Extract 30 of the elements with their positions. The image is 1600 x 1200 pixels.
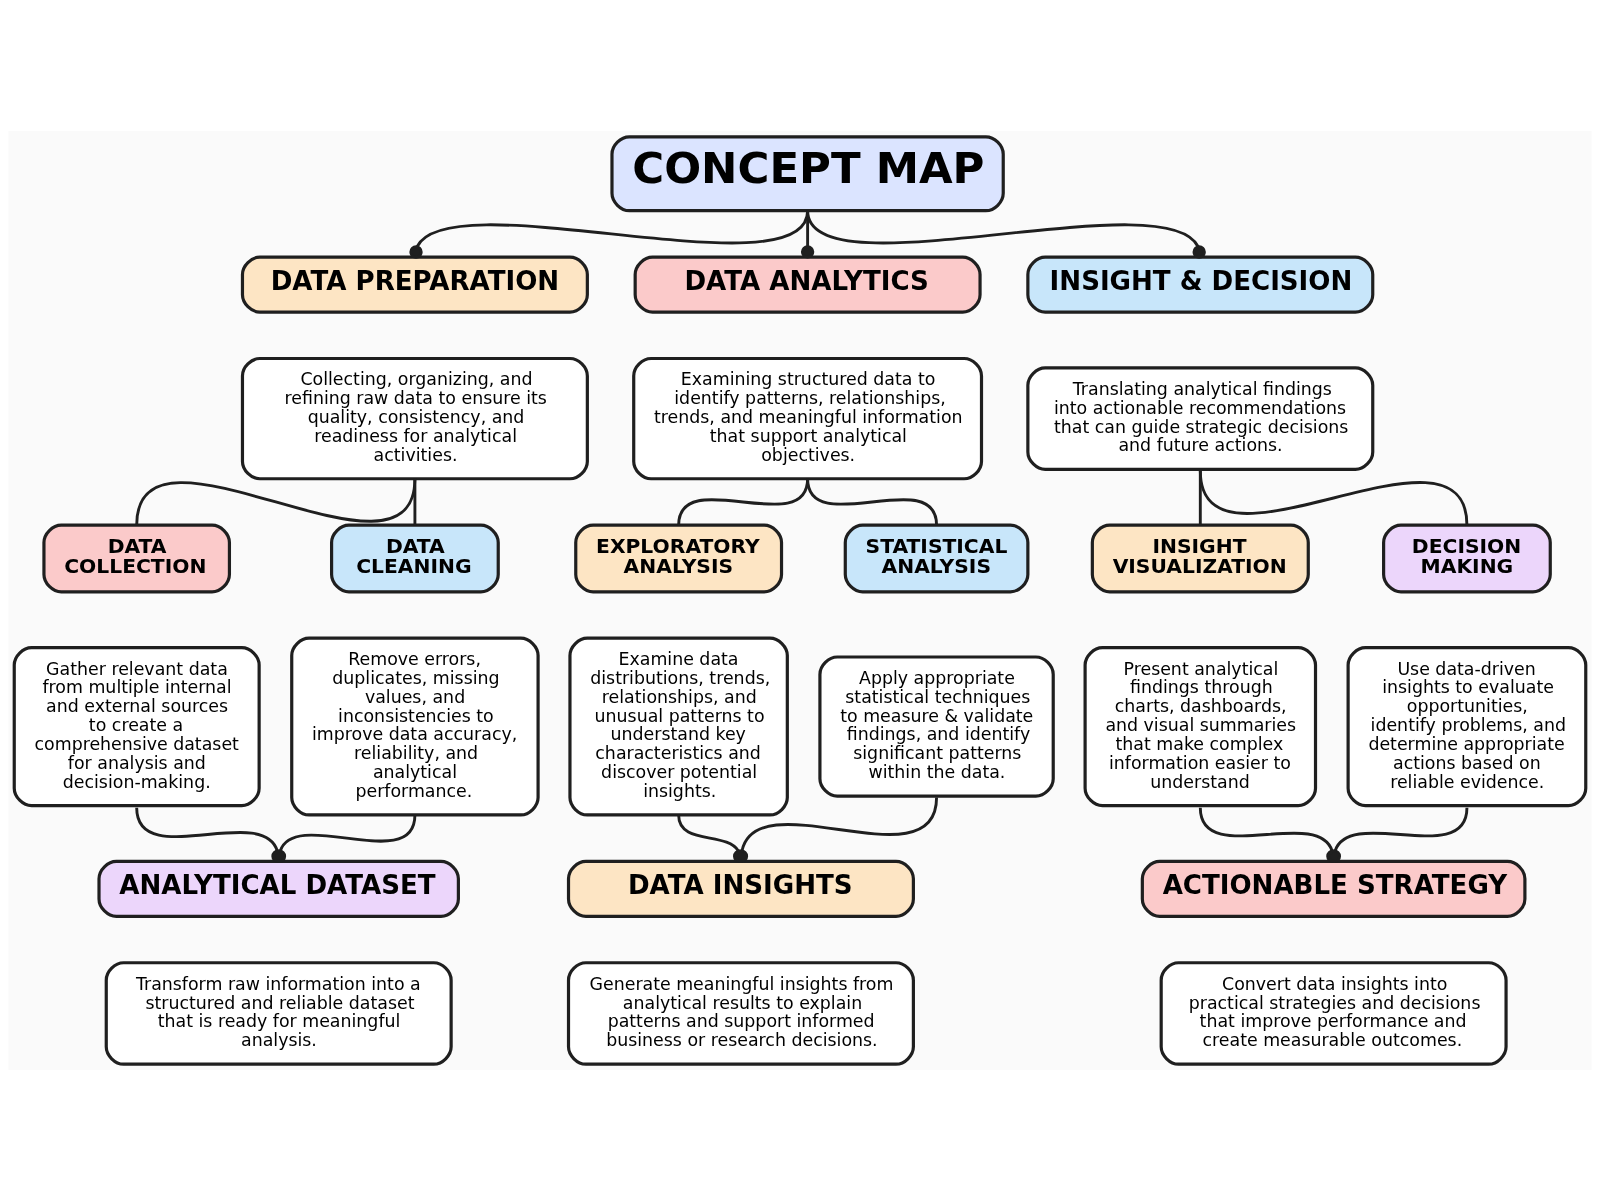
- node-box: DECISION MAKING: [1382, 523, 1552, 593]
- node-box: INSIGHT VISUALIZATION: [1090, 523, 1310, 593]
- node-box: Remove errors, duplicates, missing values, and inconsistencies to improve data accuracy, reliability, and analytical performance.: [290, 636, 540, 817]
- node-box: DATA CLEANING: [330, 523, 500, 593]
- node-box: CONCEPT MAP: [610, 134, 1005, 212]
- node-box: DATA PREPARATION: [240, 254, 589, 314]
- node-box: Transform raw information into a structured and reliable dataset that is ready for meaningful analysis.: [104, 960, 453, 1066]
- node-box: Use data-driven insights to evaluate opportunities, identify problems, and determine appropriate actions based on reliable evidence.: [1346, 645, 1588, 807]
- node-box: Examine data distributions, trends, relationships, and unusual patterns to understand key characteristics and discover potential insights.: [568, 636, 789, 817]
- node-box: Examining structured data to identify patterns, relationships, trends, and meaningful information that support analytical objectives.: [632, 356, 984, 480]
- connector: [413, 478, 417, 525]
- node-box: STATISTICAL ANALYSIS: [843, 523, 1030, 593]
- connector: [806, 209, 1206, 259]
- node-box: Generate meaningful insights from analytical results to explain patterns and support informed business or research decisions.: [566, 960, 915, 1066]
- node-box: ANALYTICAL DATASET: [97, 859, 460, 918]
- node-box: Apply appropriate statistical techniques to measure & validate findings, and identify significant patterns within the data.: [818, 654, 1055, 798]
- node-box: ACTIONABLE STRATEGY: [1140, 859, 1527, 918]
- connector: [135, 477, 417, 525]
- node-box: DATA ANALYTICS: [633, 254, 982, 314]
- node-box: DATA INSIGHTS: [566, 859, 915, 918]
- node-box: Gather relevant data from multiple internal and external sources to create a comprehensive dataset for analysis and decision-making.: [12, 645, 261, 807]
- node-box: Present analytical findings through charts, dashboards, and visual summaries that make complex information easier to understand: [1083, 645, 1318, 807]
- node-box: Convert data insights into practical strategies and decisions that improve performance and create measurable outcomes.: [1159, 960, 1508, 1066]
- connector: [1198, 470, 1469, 525]
- connector: [806, 478, 938, 525]
- node-box: INSIGHT & DECISION: [1026, 254, 1375, 314]
- node-box: EXPLORATORY ANALYSIS: [574, 523, 784, 593]
- node-box: DATA COLLECTION: [42, 523, 232, 593]
- node-box: Translating analytical findings into actionable recommendations that can guide strategic decisions and future actions.: [1026, 365, 1375, 471]
- node-box: Collecting, organizing, and refining raw data to ensure its quality, consistency, and readiness for analytical activities.: [240, 356, 589, 480]
